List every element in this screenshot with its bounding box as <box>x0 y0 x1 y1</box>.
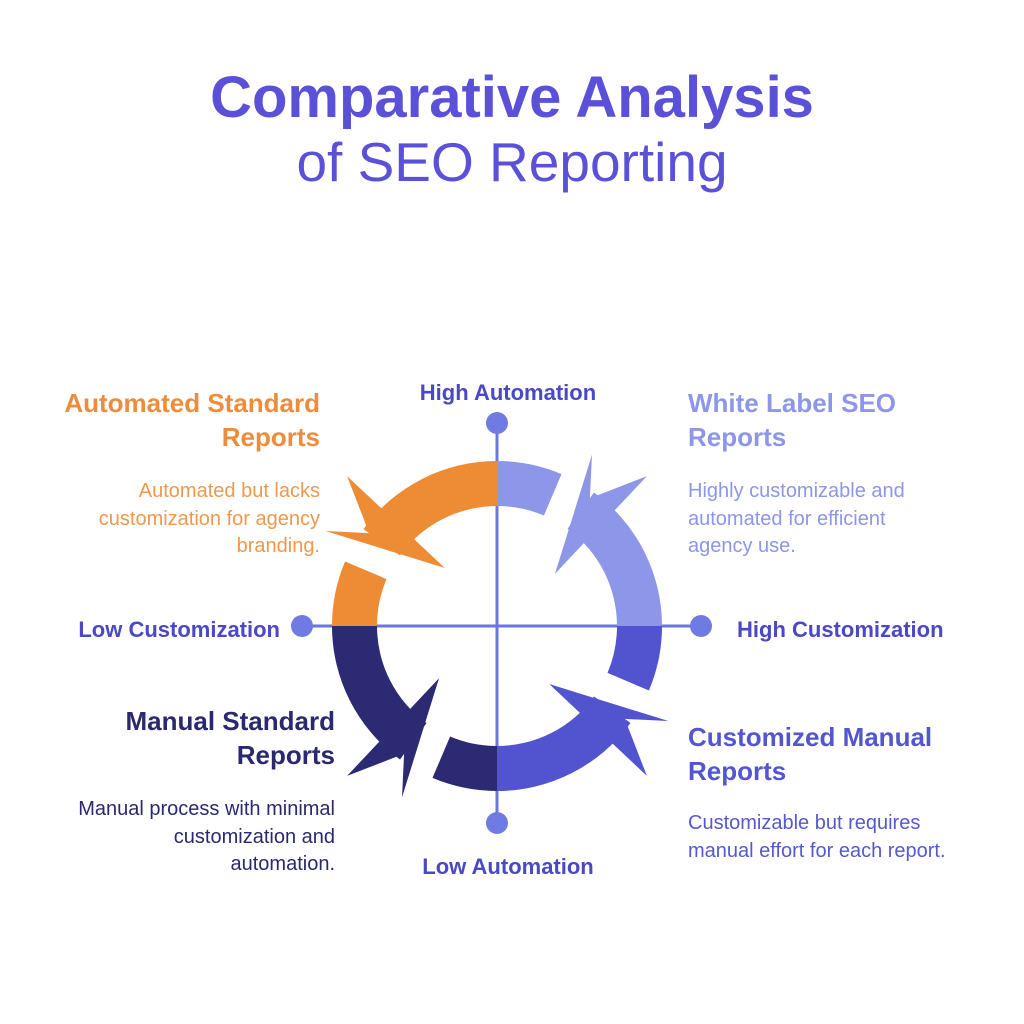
quadrant-arrow-top-left <box>325 476 445 568</box>
quadrant-heading: White Label SEO Reports <box>688 386 988 454</box>
heading-line: White Label SEO <box>688 388 897 418</box>
quadrant-block-white-label-seo-reports: White Label SEO Reports Highly customiza… <box>688 386 988 561</box>
page-title: Comparative Analysis of SEO Reporting <box>0 66 1024 194</box>
description-line: automated for efficient <box>688 507 886 530</box>
description-line: Highly customizable and <box>688 480 905 502</box>
page-title-line2: of SEO Reporting <box>296 131 728 193</box>
description-line: Automated but lacks <box>138 480 320 502</box>
page-title-line1: Comparative Analysis <box>210 65 814 130</box>
quadrant-block-customized-manual-reports: Customized Manual Reports Customizable b… <box>688 720 1018 865</box>
quadrant-description: Highly customizable and automated for ef… <box>688 478 988 561</box>
heading-line: Reports <box>236 740 335 770</box>
description-line: customization for agency <box>98 507 320 530</box>
axis-dot-left <box>291 615 313 637</box>
quadrant-arc-bottom-right-a <box>607 626 662 691</box>
heading-line: Automated Standard <box>64 388 320 418</box>
description-line: Customizable but requires <box>688 812 921 834</box>
description-line: agency use. <box>688 535 796 557</box>
quadrant-arc-top-left-a <box>331 561 387 626</box>
heading-line: Reports <box>221 422 320 452</box>
axis-label-low-customization: Low Customization <box>78 617 280 642</box>
quadrant-heading: Automated Standard Reports <box>18 386 320 454</box>
quadrant-description: Customizable but requires manual effort … <box>688 810 1018 865</box>
axis-dot-bottom <box>486 812 508 834</box>
heading-line: Reports <box>688 756 787 786</box>
description-line: manual effort for each report. <box>688 839 946 862</box>
axis-label-low-automation: Low Automation <box>422 854 594 879</box>
description-line: automation. <box>230 853 335 875</box>
quadrant-arrow-bottom-right <box>549 684 669 776</box>
axis-label-high-automation: High Automation <box>419 380 597 405</box>
quadrant-arrow-top-right <box>555 454 647 574</box>
heading-line: Customized Manual <box>688 722 933 752</box>
axis-dot-right <box>690 615 712 637</box>
quadrant-arrow-bottom-left <box>347 678 439 798</box>
quadrant-arc-bottom-left-a <box>432 736 497 791</box>
quadrant-heading: Customized Manual Reports <box>688 720 1018 788</box>
heading-line: Reports <box>688 422 787 452</box>
quadrant-arc-top-right-a <box>497 461 562 516</box>
heading-line: Manual Standard <box>125 706 335 736</box>
quadrant-block-automated-standard-reports: Automated Standard Reports Automated but… <box>18 386 320 561</box>
axis-dot-top <box>486 412 508 434</box>
quadrant-description: Automated but lacks customization for ag… <box>18 478 320 561</box>
quadrant-description: Manual process with minimal customizatio… <box>0 796 335 879</box>
description-line: Manual process with minimal <box>78 798 335 820</box>
quadrant-heading: Manual Standard Reports <box>0 704 335 772</box>
quadrant-block-manual-standard-reports: Manual Standard Reports Manual process w… <box>0 704 335 879</box>
axis-label-high-customization: High Customization <box>737 617 944 642</box>
description-line: branding. <box>236 535 320 557</box>
description-line: customization and <box>173 825 335 848</box>
